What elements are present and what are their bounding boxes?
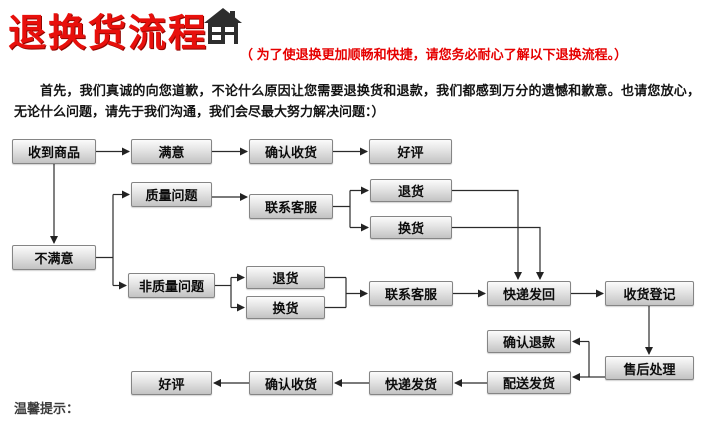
flow-node-satisfied: 满意 <box>131 139 212 164</box>
header-subtitle: （ 为了使退换更加顺畅和快捷，请您务必耐心了解以下退换流程。） <box>240 47 628 62</box>
flow-node-return-mid: 退货 <box>246 266 325 289</box>
flow-node-express-return: 快递发回 <box>487 281 571 306</box>
flow-node-contact-service-top: 联系客服 <box>249 194 333 219</box>
intro-text: 首先，我们真诚的向您道歉，不论什么原因让您需要退换货和退款，我们都感到万分的遗憾… <box>14 83 700 119</box>
flow-node-exchange-top: 换货 <box>370 216 452 239</box>
flow-node-confirm-receipt-top: 确认收货 <box>249 139 333 164</box>
house-icon-svg <box>204 8 242 44</box>
flow-node-return-top: 退货 <box>370 179 452 202</box>
flow-node-unsatisfied: 不满意 <box>12 245 96 270</box>
flow-node-confirm-receipt-bottom: 确认收货 <box>249 371 333 395</box>
flow-node-good-review-bottom: 好评 <box>131 371 212 395</box>
flow-node-confirm-refund: 确认退款 <box>487 330 571 353</box>
flow-node-dispatch: 配送发货 <box>487 371 571 394</box>
flow-node-received-goods: 收到商品 <box>12 139 96 164</box>
flow-node-receipt-register: 收货登记 <box>605 281 694 306</box>
flow-node-exchange-mid: 换货 <box>246 296 325 319</box>
flow-node-good-review-top: 好评 <box>369 139 452 164</box>
page-title: 退换货流程 <box>8 13 209 55</box>
house-icon <box>204 8 242 48</box>
tips-label: 温馨提示： <box>14 401 80 416</box>
flow-node-express-ship: 快递发货 <box>369 371 453 395</box>
flow-node-contact-service-bottom: 联系客服 <box>369 281 453 306</box>
flow-node-quality-issue: 质量问题 <box>131 182 212 207</box>
flow-node-non-quality-issue: 非质量问题 <box>128 273 215 298</box>
flow-node-after-sales: 售后处理 <box>605 356 694 380</box>
